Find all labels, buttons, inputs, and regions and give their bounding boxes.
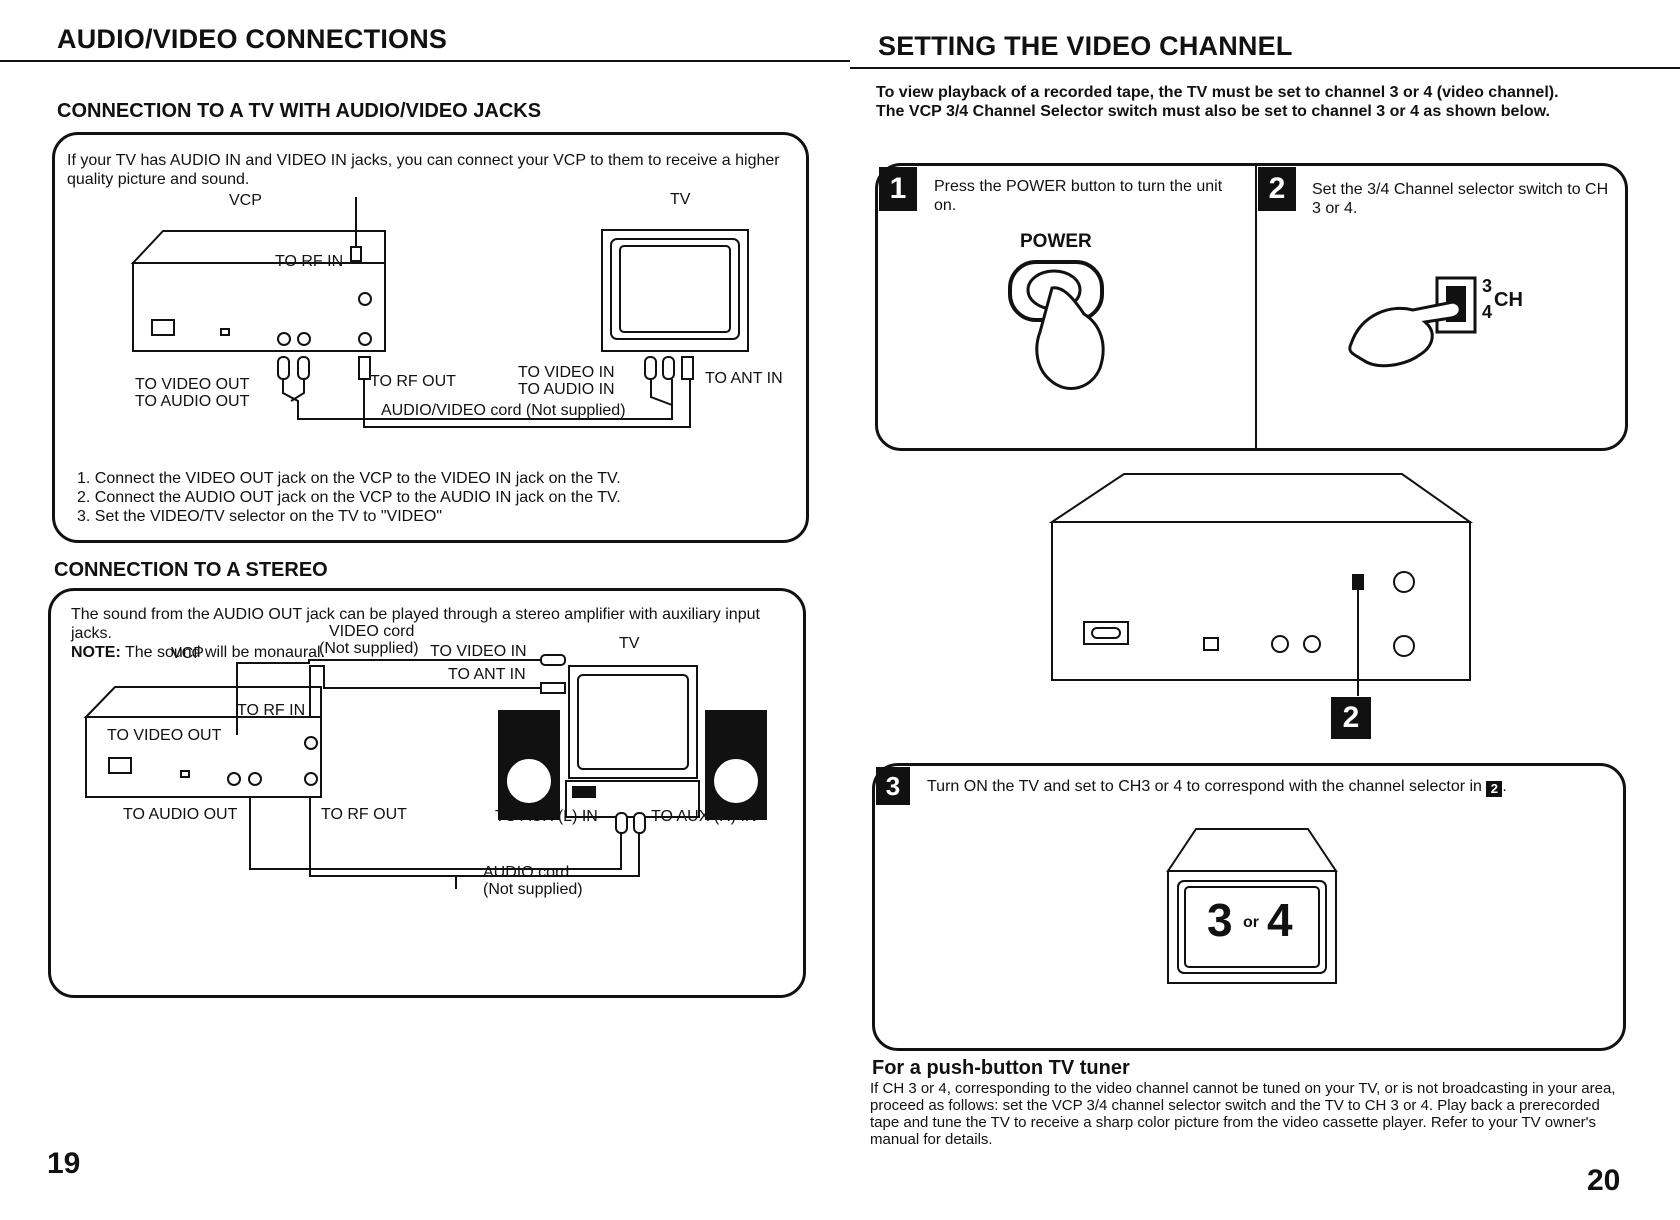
left-speaker — [498, 710, 560, 820]
stereo-to-ant-in: TO ANT IN — [448, 666, 526, 683]
back-panel-step-2-badge: 2 — [1331, 697, 1371, 739]
to-aux-l-label: TO AUX (L) IN — [495, 808, 598, 825]
vcp-back-panel-illustration — [1048, 473, 1474, 696]
tv-diagram-vcp-label: VCP — [229, 192, 262, 209]
channel-switch-illustration — [1348, 276, 1477, 368]
stereo-to-rf-in: TO RF IN — [237, 702, 306, 719]
amplifier-unit — [565, 780, 700, 818]
vcp-unit — [130, 230, 386, 352]
tv-connection-diagram — [130, 197, 749, 428]
right-title-rule — [850, 67, 1680, 69]
audio-cord-label: AUDIO cord — [483, 864, 570, 881]
step-3-panel: 3 Turn ON the TV and set to CH3 or 4 to … — [872, 763, 1626, 1051]
audio-cord-not-supplied: (Not supplied) — [483, 881, 583, 898]
left-page-number: 19 — [47, 1147, 81, 1180]
video-channel-intro-line1: To view playback of a recorded tape, the… — [876, 84, 1559, 101]
tv-screen-four: 4 — [1267, 894, 1293, 946]
step-2-badge: 2 — [1258, 167, 1296, 211]
to-rf-out-label: TO RF OUT — [370, 373, 456, 390]
stereo-note: NOTE: The sound will be monaural. — [71, 643, 325, 662]
tv-channel-illustration — [1166, 828, 1338, 984]
note-label: NOTE: — [71, 644, 121, 661]
stereo-connection-panel: The sound from the AUDIO OUT jack can be… — [48, 588, 806, 998]
step-3-instruction: Turn ON the TV and set to CH3 or 4 to co… — [927, 778, 1482, 795]
push-button-heading: For a push-button TV tuner — [872, 1057, 1130, 1079]
plug-connectors — [277, 356, 694, 380]
stereo-to-video-in: TO VIDEO IN — [430, 643, 527, 660]
to-aux-r-label: TO AUX (R) IN — [651, 808, 757, 825]
stereo-vcp-label: VCP — [171, 645, 204, 662]
stereo-connection-diagram — [83, 654, 767, 889]
video-cord-label: VIDEO cord — [329, 623, 415, 640]
right-page-title: SETTING THE VIDEO CHANNEL — [878, 31, 1293, 61]
steps-divider — [1255, 166, 1257, 448]
video-channel-intro-line2: The VCP 3/4 Channel Selector switch must… — [876, 103, 1550, 120]
tv-step-3: 3. Set the VIDEO/TV selector on the TV t… — [77, 508, 442, 525]
tv-step-1: 1. Connect the VIDEO OUT jack on the VCP… — [77, 470, 621, 487]
to-video-out-label: TO VIDEO OUT — [135, 376, 250, 393]
stereo-tv-label: TV — [619, 635, 640, 652]
step-1-badge: 1 — [879, 167, 917, 211]
stereo-to-audio-out: TO AUDIO OUT — [123, 806, 238, 823]
step-1-text: Press the POWER button to turn the unit … — [934, 178, 1223, 214]
power-button-illustration — [1008, 260, 1105, 390]
stereo-section-intro: The sound from the AUDIO OUT jack can be… — [71, 606, 760, 642]
tv-unit — [601, 229, 749, 352]
tv-screen-three: 3 — [1207, 894, 1233, 946]
stereo-to-video-out: TO VIDEO OUT — [107, 727, 222, 744]
to-audio-in-label: TO AUDIO IN — [518, 381, 615, 398]
stereo-to-rf-out: TO RF OUT — [321, 806, 407, 823]
av-cord-label: AUDIO/VIDEO cord (Not supplied) — [381, 402, 626, 419]
stereo-section-heading: CONNECTION TO A STEREO — [54, 559, 328, 581]
push-button-text: If CH 3 or 4, corresponding to the video… — [870, 1080, 1616, 1148]
to-rf-in-label: TO RF IN — [275, 253, 344, 270]
to-ant-in-label: TO ANT IN — [705, 370, 783, 387]
right-page-number: 20 — [1587, 1164, 1621, 1197]
switch-ch-label: CH — [1494, 289, 1523, 311]
tv-connection-steps: 1. Connect the VIDEO OUT jack on the VCP… — [77, 469, 621, 526]
left-title-rule — [0, 60, 850, 62]
step-2-text: Set the 3/4 Channel selector switch to C… — [1312, 181, 1609, 217]
tv-connection-panel: If your TV has AUDIO IN and VIDEO IN jac… — [52, 132, 809, 543]
video-cord-not-supplied: (Not supplied) — [319, 640, 419, 657]
step-3-period: . — [1502, 778, 1507, 795]
left-page-title: AUDIO/VIDEO CONNECTIONS — [57, 24, 448, 54]
av-cord-lines — [282, 379, 691, 428]
to-video-in-label: TO VIDEO IN — [518, 364, 615, 381]
stereo-vcp-unit — [83, 686, 322, 798]
tv-section-intro: If your TV has AUDIO IN and VIDEO IN jac… — [67, 152, 780, 188]
steps-1-2-panel: 1 Press the POWER button to turn the uni… — [875, 163, 1628, 451]
tv-screen-or: or — [1243, 914, 1259, 931]
tv-step-2: 2. Connect the AUDIO OUT jack on the VCP… — [77, 489, 621, 506]
right-speaker — [705, 710, 767, 820]
switch-ch4-label: 4 — [1482, 302, 1493, 322]
to-audio-out-label: TO AUDIO OUT — [135, 393, 250, 410]
stereo-tv-unit — [568, 665, 698, 779]
step-3-text: Turn ON the TV and set to CH3 or 4 to co… — [927, 777, 1507, 797]
switch-ch3-label: 3 — [1482, 276, 1493, 296]
stereo-cords — [236, 659, 640, 889]
video-channel-intro: To view playback of a recorded tape, the… — [876, 83, 1666, 121]
tv-diagram-tv-label: TV — [670, 191, 691, 208]
note-text: The sound will be monaural. — [120, 644, 326, 661]
power-label: POWER — [1020, 231, 1092, 252]
tv-section-heading: CONNECTION TO A TV WITH AUDIO/VIDEO JACK… — [57, 100, 542, 122]
step-3-ref-badge: 2 — [1486, 781, 1503, 797]
step-3-badge: 3 — [876, 767, 910, 805]
